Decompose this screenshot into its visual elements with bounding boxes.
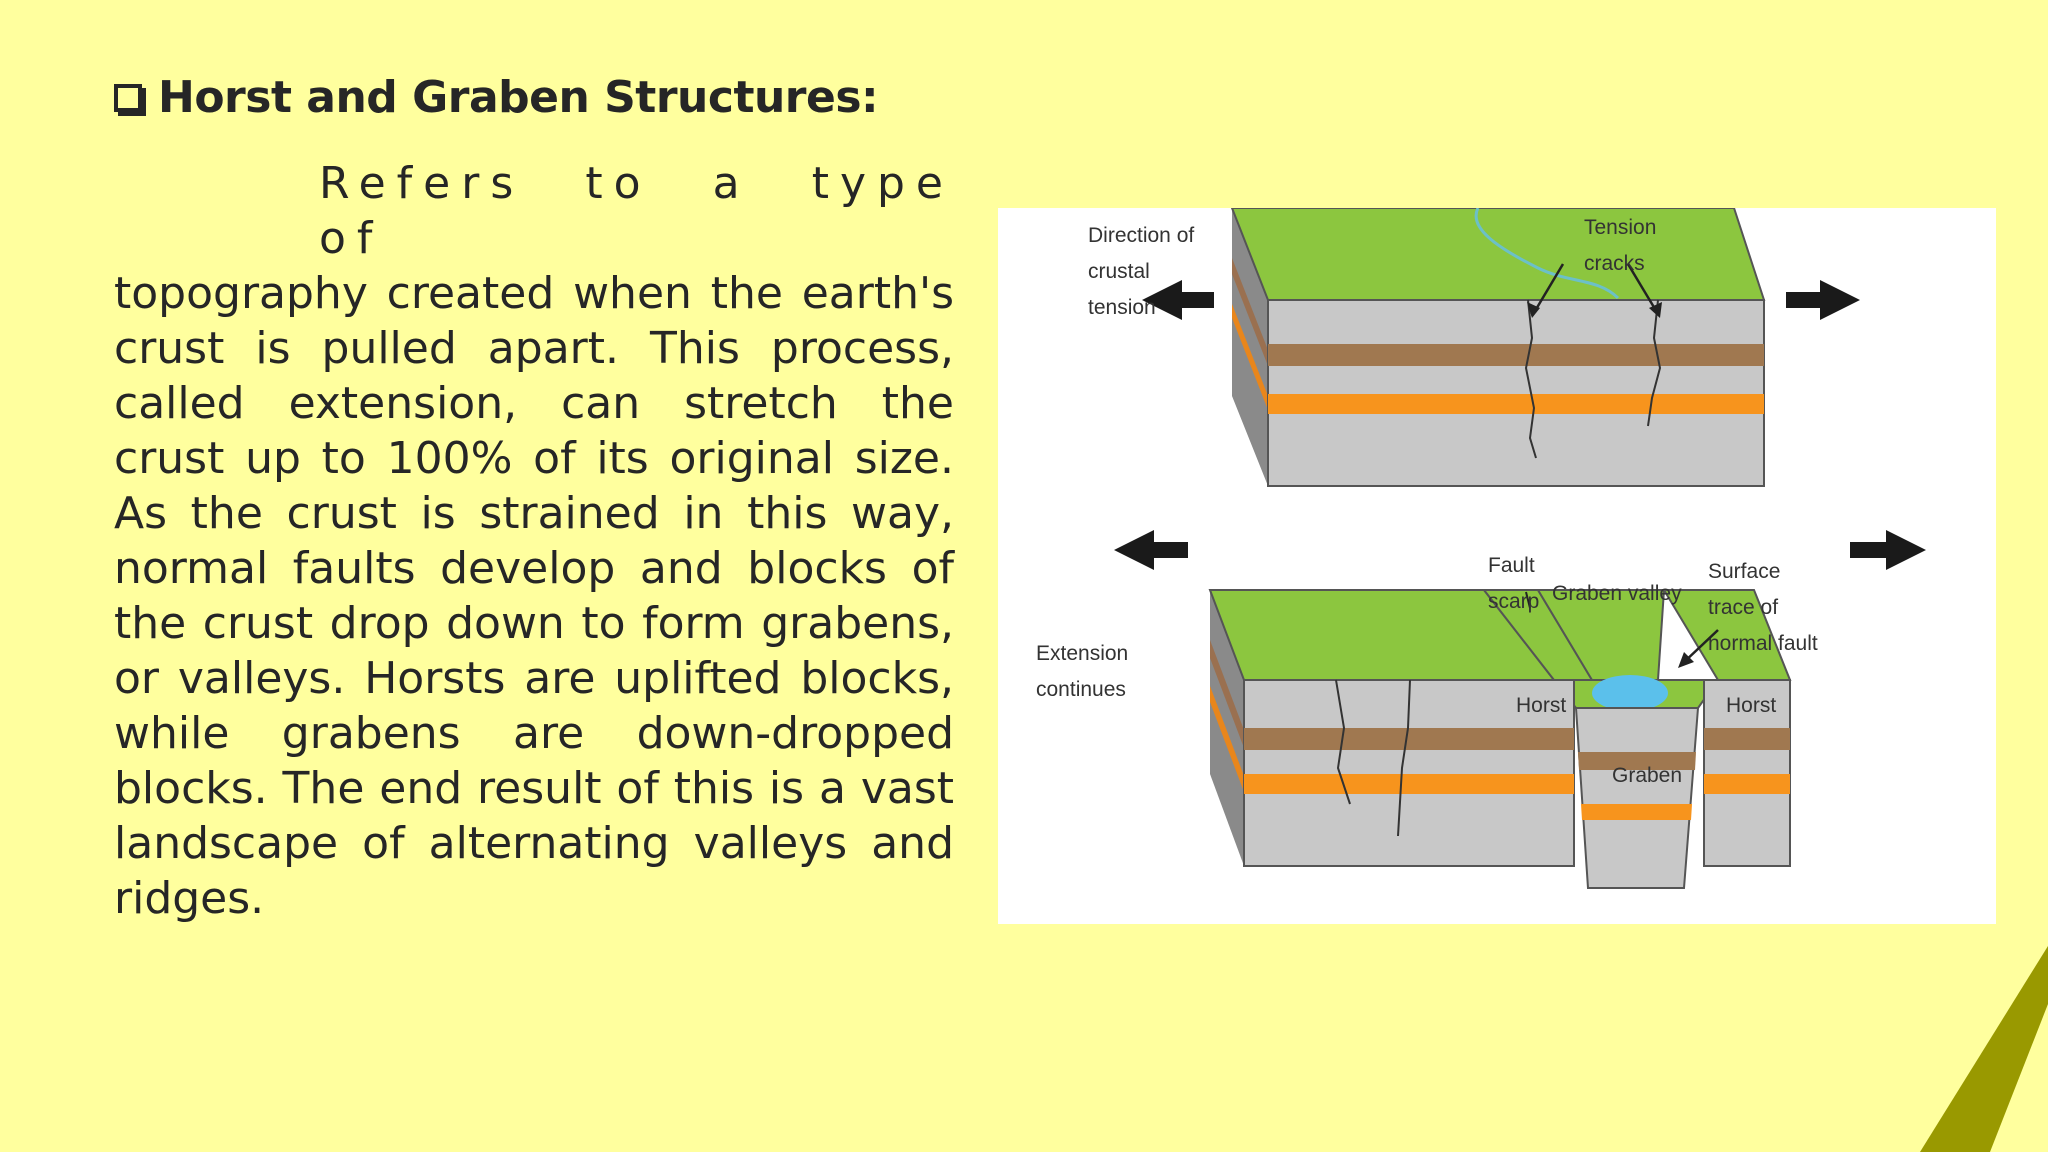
- surface-label-3: normal fault: [1708, 632, 1818, 655]
- body-paragraph: Refers to a type of topography created w…: [114, 156, 954, 926]
- right-arrow-icon: [1786, 280, 1860, 320]
- surface-label-1: Surface: [1708, 560, 1780, 583]
- top-block: [1142, 208, 1860, 487]
- horst-left-label: Horst: [1516, 694, 1566, 717]
- slide-heading: Horst and Graben Structures:: [114, 72, 879, 123]
- horst-right-label: Horst: [1726, 694, 1776, 717]
- top-block-front: [1267, 299, 1765, 487]
- fault-scarp-label-1: Fault: [1488, 554, 1535, 577]
- diagram-svg: Direction of crustal tension Tension cra…: [1036, 208, 1926, 889]
- surface-label-2: trace of: [1708, 596, 1778, 619]
- extension-right-arrow-icon: [1850, 530, 1926, 570]
- graben-lake: [1592, 675, 1668, 711]
- graben-label: Graben: [1612, 764, 1682, 787]
- horst-graben-diagram: Direction of crustal tension Tension cra…: [998, 208, 1996, 924]
- body-rest: topography created when the earth's crus…: [114, 268, 954, 924]
- corner-decoration: [1920, 946, 2048, 1152]
- checkbox-bullet-icon: [114, 83, 142, 112]
- direction-label-2: crustal: [1088, 260, 1150, 283]
- body-lead: Refers to a type of: [319, 158, 954, 264]
- fault-scarp-label-2: scarp: [1488, 590, 1539, 613]
- left-arrow-icon: [1142, 280, 1214, 320]
- top-block-surface: [1230, 208, 1766, 301]
- heading-text: Horst and Graben Structures:: [158, 72, 879, 123]
- extension-left-arrow-icon: [1114, 530, 1188, 570]
- direction-label-3: tension: [1088, 296, 1156, 319]
- graben-valley-label: Graben valley: [1552, 582, 1682, 605]
- extension-label-2: continues: [1036, 678, 1126, 701]
- tension-label-2: cracks: [1584, 252, 1645, 275]
- extension-label-1: Extension: [1036, 642, 1128, 665]
- tension-label-1: Tension: [1584, 216, 1656, 239]
- bottom-block: [1114, 530, 1926, 889]
- direction-label-1: Direction of: [1088, 224, 1194, 247]
